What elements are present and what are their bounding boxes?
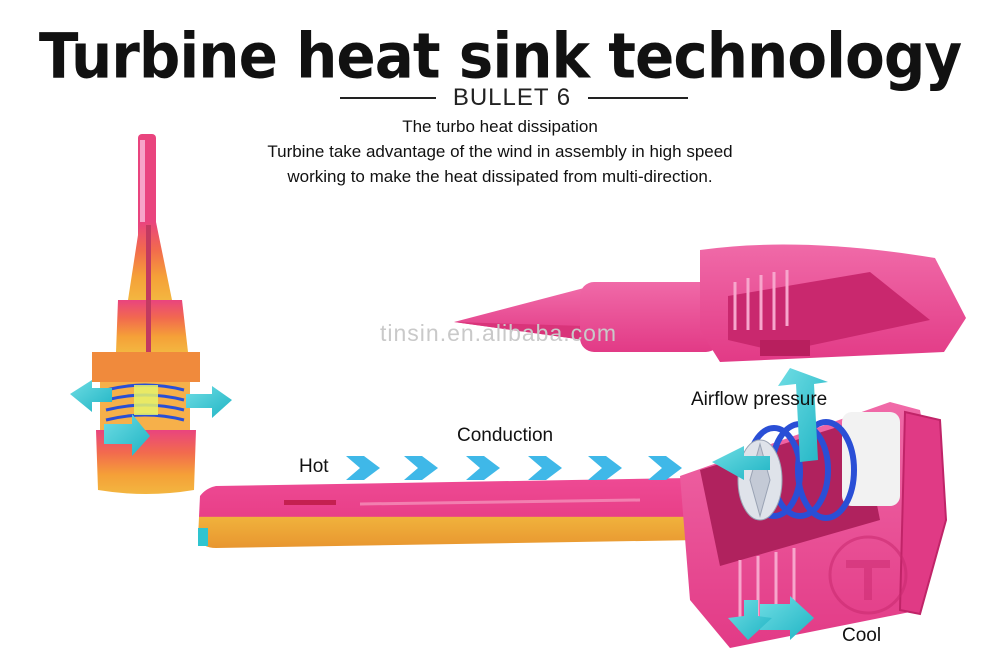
description: The turbo heat dissipation Turbine take …	[0, 114, 1000, 189]
bulb-cyan-arrow-right	[186, 386, 232, 418]
connector-sleeve	[580, 282, 720, 352]
cool-down-arrow	[760, 596, 814, 640]
brand-logo-mark	[828, 535, 908, 615]
bulb-collar	[92, 352, 200, 382]
cool-back-arrow	[728, 600, 772, 640]
bullet-label: BULLET 6	[452, 84, 572, 111]
description-line-2: Turbine take advantage of the wind in as…	[267, 142, 733, 161]
airflow-left-arrow	[712, 446, 770, 480]
conduction-arrow-6	[648, 456, 682, 480]
bulb-tab-highlight	[140, 140, 145, 240]
turbine-assembly	[198, 368, 948, 648]
page-title: Turbine heat sink technology	[38, 19, 962, 93]
pcb-cyan-edge	[198, 528, 208, 546]
label-cool: Cool	[842, 625, 882, 646]
conduction-arrow-1	[346, 456, 380, 480]
turbine-fan-blades	[737, 439, 783, 521]
label-conduction: Conduction	[457, 425, 554, 446]
label-airflow-pressure: Airflow pressure	[691, 389, 828, 410]
bullet-rule-left	[340, 97, 436, 99]
bulb-base	[96, 430, 196, 494]
conduction-arrows	[346, 456, 682, 480]
conduction-arrow-2	[404, 456, 438, 480]
bulb-cyan-arrow-left	[70, 380, 112, 412]
brand-logo-t	[846, 560, 890, 600]
label-hot: Hot	[299, 456, 329, 477]
bulb-cyan-arrow-front	[104, 414, 150, 456]
bullet-rule-right	[588, 97, 688, 99]
description-line-1: The turbo heat dissipation	[402, 117, 598, 136]
bulb-hot-core	[134, 385, 158, 415]
connector-opening	[728, 272, 930, 352]
conduction-arrow-5	[588, 456, 622, 480]
bullet-heading: BULLET 6	[0, 84, 1000, 112]
bulb-upper-body	[116, 300, 188, 352]
connector-cap	[454, 244, 966, 362]
airflow-up-arrow	[778, 368, 828, 462]
bulb-center-slot	[146, 225, 151, 365]
bulb-heat-view	[70, 134, 232, 494]
watermark: tinsin.en.alibaba.com	[380, 320, 618, 346]
connector-cone-shade	[454, 322, 584, 340]
connector-slot	[760, 340, 810, 356]
turbine-rear-disc	[898, 410, 948, 616]
conduction-arrow-4	[528, 456, 562, 480]
pcb-board	[198, 478, 700, 548]
connector-ridges	[733, 270, 789, 330]
conduction-arrow-3	[466, 456, 500, 480]
pcb-led-chip	[284, 500, 336, 505]
turbine-white-hub	[842, 412, 900, 506]
description-line-3: working to make the heat dissipated from…	[287, 167, 713, 186]
pcb-groove	[359, 498, 641, 506]
